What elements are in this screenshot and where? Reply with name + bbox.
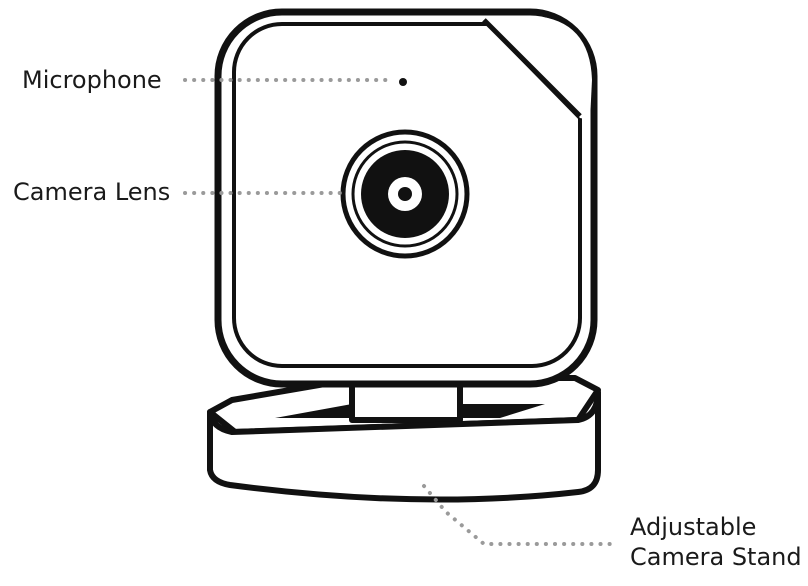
stand-slot-left: [275, 404, 352, 418]
camera-corner-edge: [482, 18, 582, 118]
camera-head: [214, 8, 598, 388]
stand-slot-right: [460, 404, 545, 418]
leader-lines: [183, 78, 620, 546]
camera-lens: [340, 129, 470, 259]
label-stand-line-1: Adjustable: [630, 513, 757, 541]
camera-stand: [207, 375, 601, 503]
label-camera-lens: Camera Lens: [13, 178, 171, 206]
leader-stand: [422, 484, 620, 546]
microphone-dot: [399, 78, 407, 86]
camera-corner-bevel-fill: [484, 16, 592, 120]
stand-body: [207, 389, 601, 503]
label-stand-line-2: Camera Stand: [630, 543, 802, 571]
label-adjustable-camera-stand: Adjustable Camera Stand: [630, 512, 802, 572]
label-microphone: Microphone: [22, 66, 162, 94]
stand-neck: [349, 378, 463, 423]
